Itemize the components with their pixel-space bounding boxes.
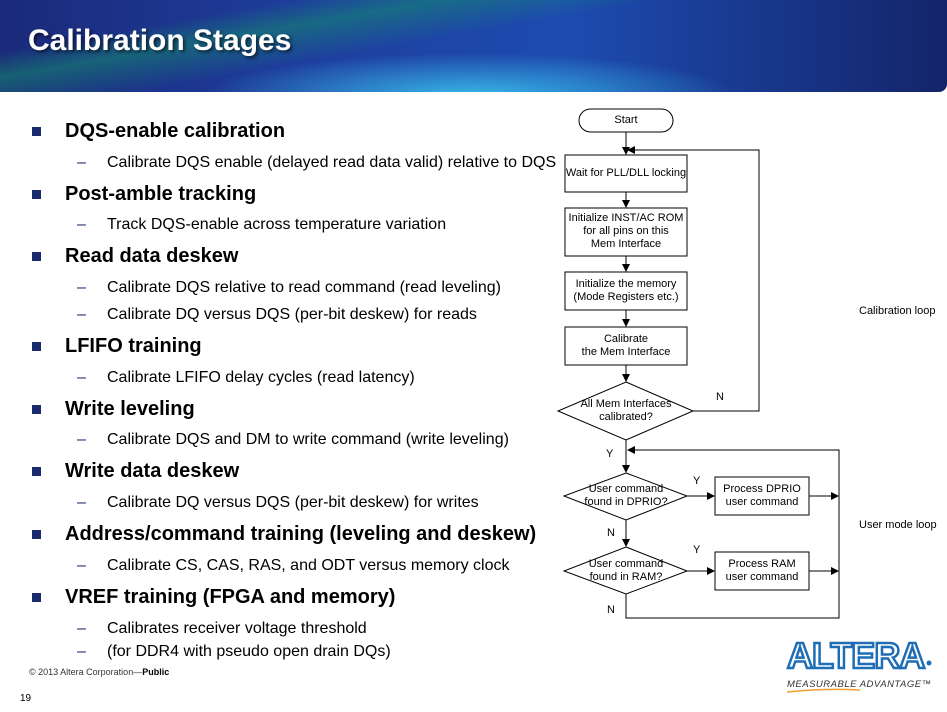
altera-logo: ALTERA MEASURABLE ADVANTAGE™ — [785, 634, 935, 700]
wait-label: Wait for PLL/DLL locking — [565, 167, 687, 179]
bullet-item: LFIFO training — [32, 335, 202, 357]
line: found in RAM? — [589, 571, 663, 583]
init-mem-label: Initialize the memory(Mode Registers etc… — [565, 278, 687, 304]
sub-bullet: Calibrate DQS and DM to write command (w… — [77, 428, 509, 451]
svg-text:ALTERA: ALTERA — [787, 635, 925, 676]
sub-bullet: Track DQS-enable across temperature vari… — [77, 213, 446, 236]
sub-bullet: Calibrates receiver voltage threshold — [77, 617, 367, 640]
line: for all pins on this — [583, 225, 669, 237]
yes-label: Y — [693, 544, 701, 556]
line: (Mode Registers etc.) — [573, 291, 679, 303]
no-label: N — [607, 527, 615, 539]
no-label: N — [716, 391, 724, 403]
bullet-item: DQS-enable calibration — [31, 120, 286, 142]
copyright: © 2013 Altera Corporation—Public — [29, 667, 169, 677]
sub-bullet: Calibrate DQS relative to read command (… — [77, 276, 501, 299]
header-banner — [0, 0, 947, 92]
line: found in DPRIO? — [584, 496, 668, 508]
line: calibrated? — [599, 411, 653, 423]
bullet-item: Address/command training (leveling and d… — [31, 523, 537, 545]
line: Process DPRIO — [723, 483, 801, 495]
bullet-item: VREF training (FPGA and memory) — [31, 586, 396, 608]
line: Calibrate — [603, 333, 649, 345]
no-label: N — [607, 604, 615, 616]
copyright-text: © 2013 Altera Corporation— — [29, 667, 143, 677]
yes-label: Y — [606, 448, 614, 460]
sub-bullet: Calibrate DQ versus DQS (per-bit deskew)… — [77, 491, 479, 514]
line: User command — [588, 558, 664, 570]
altera-logo-icon: ALTERA MEASURABLE ADVANTAGE™ — [786, 634, 932, 693]
line: Initialize INST/AC ROM — [568, 212, 684, 224]
line: user command — [725, 571, 799, 583]
calibration-loop-label: Calibration loop — [859, 305, 936, 317]
user-mode-loop-label: User mode loop — [859, 519, 937, 531]
bullet-item: Write data deskew — [31, 460, 240, 482]
line: All Mem Interfaces — [580, 398, 672, 410]
bullet-item: Post-amble tracking — [31, 183, 257, 205]
yes-label: Y — [693, 475, 701, 487]
line: Process RAM — [728, 558, 796, 570]
wait-node — [564, 154, 688, 193]
line: User command — [588, 483, 664, 495]
bullet-item: Write leveling — [32, 398, 195, 420]
init-mem-node — [564, 271, 688, 311]
line: Initialize the memory — [575, 278, 677, 290]
start-label: Start — [614, 114, 638, 126]
init-rom-node — [564, 207, 688, 257]
line: Mem Interface — [590, 238, 662, 250]
bullet-item: Read data deskew — [31, 245, 239, 267]
line: user command — [725, 496, 799, 508]
ram-process-node — [714, 551, 810, 591]
sub-bullet: Calibrate DQS enable (delayed read data … — [77, 151, 556, 174]
sub-bullet-continued: (for DDR4 with pseudo open drain DQs) — [77, 640, 391, 663]
page-title: Calibration Stages — [28, 24, 292, 57]
classification: Public — [142, 667, 170, 677]
page-number: 19 — [20, 693, 32, 704]
sub-bullet: Calibrate DQ versus DQS (per-bit deskew)… — [77, 303, 477, 326]
sub-bullet: Calibrate CS, CAS, RAS, and ODT versus m… — [77, 554, 509, 577]
sub-bullet: Calibrate LFIFO delay cycles (read laten… — [77, 366, 415, 389]
dprio-process-node — [714, 476, 810, 516]
svg-text:MEASURABLE ADVANTAGE™: MEASURABLE ADVANTAGE™ — [787, 679, 932, 690]
calibrate-node — [564, 326, 688, 366]
line: the Mem Interface — [581, 346, 671, 358]
